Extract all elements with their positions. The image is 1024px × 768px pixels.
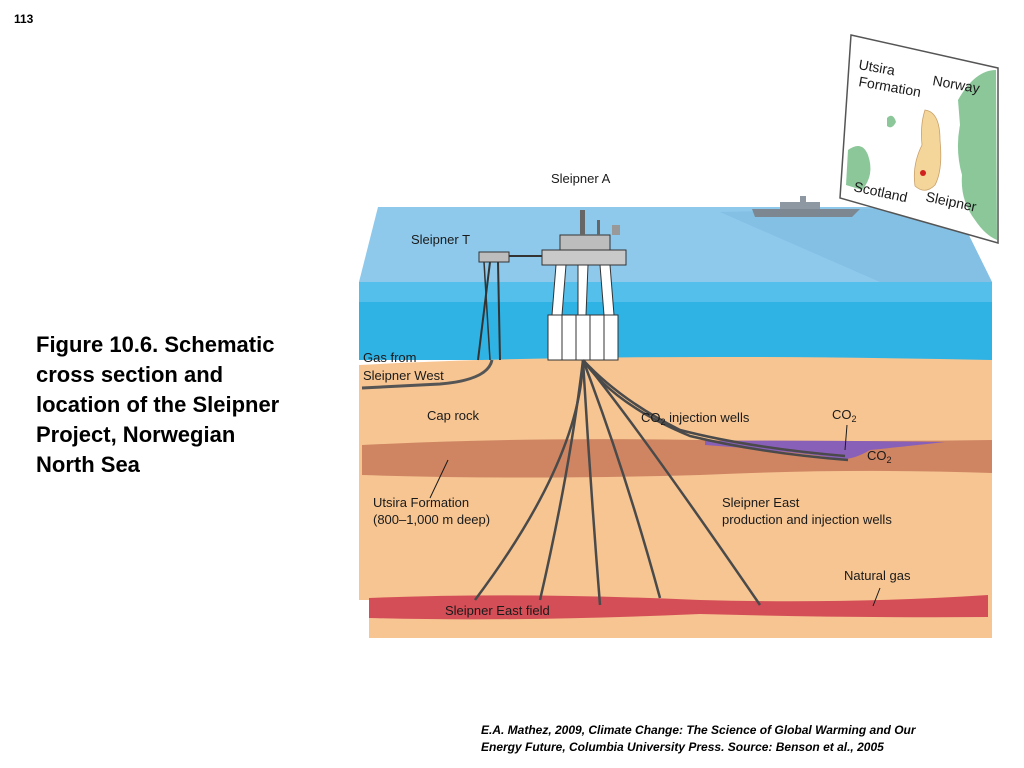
co2-leader-line	[844, 424, 848, 451]
well	[581, 359, 662, 599]
label-sleipner-west: Sleipner West	[363, 368, 444, 383]
gas-field-layer	[369, 595, 988, 620]
natural-gas-leader-line	[872, 587, 881, 607]
label-co2-injection-wells: CO2 injection wells	[641, 410, 750, 427]
label-utsira-formation: Utsira Formation	[373, 495, 469, 510]
utsira-leader-line	[429, 459, 449, 499]
label-sleipner-east-field: Sleipner East field	[445, 603, 550, 618]
map-land-norway	[957, 70, 997, 240]
caption-line: North Sea	[36, 452, 140, 477]
figure-caption: Figure 10.6. Schematic cross section and…	[36, 330, 336, 480]
label-co2-top: CO2	[832, 407, 857, 424]
well	[538, 359, 585, 601]
caption-line: Figure 10.6. Schematic	[36, 332, 275, 357]
label-utsira-depth: (800–1,000 m deep)	[373, 512, 490, 527]
label-cap-rock: Cap rock	[427, 408, 480, 423]
well	[581, 359, 602, 606]
sediment-layer	[359, 356, 992, 638]
pipeline-sleipner-west	[361, 359, 494, 390]
label-co2-plume: CO2	[867, 448, 892, 465]
co2-injection-well	[582, 359, 846, 458]
map-frame	[839, 34, 999, 244]
label-gas-from: Gas from	[363, 350, 416, 365]
sea-surface-shade	[720, 207, 992, 282]
source-line: Energy Future, Columbia University Press…	[481, 740, 884, 754]
label-sleipner-east: Sleipner East	[722, 495, 800, 510]
caption-line: Project, Norwegian	[36, 422, 236, 447]
source-line: E.A. Mathez, 2009, Climate Change: The S…	[481, 723, 916, 737]
co2-injection-well	[581, 359, 849, 462]
water-highlight	[359, 282, 992, 302]
co2-plume	[705, 440, 945, 459]
map-label-utsira: Utsira	[857, 56, 896, 78]
source-citation: E.A. Mathez, 2009, Climate Change: The S…	[481, 722, 1011, 756]
caption-line: location of the Sleipner	[36, 392, 280, 417]
sleipner-t-platform	[477, 251, 545, 361]
label-production-injection-wells: production and injection wells	[722, 512, 892, 527]
label-natural-gas: Natural gas	[844, 568, 911, 583]
map-land-scotland	[846, 146, 871, 190]
map-utsira-formation	[913, 109, 942, 191]
page-number: 113	[14, 12, 34, 26]
caption-line: cross section and	[36, 362, 224, 387]
map-land-island	[887, 115, 896, 128]
ship	[752, 196, 860, 217]
wells	[473, 359, 849, 606]
sleipner-a-platform	[541, 210, 627, 361]
label-sleipner-a: Sleipner A	[551, 171, 611, 186]
map-sleipner-marker	[920, 170, 926, 176]
inset-map: Utsira Formation Norway Scotland Sleipne…	[839, 34, 999, 244]
label-sleipner-t: Sleipner T	[411, 232, 470, 247]
